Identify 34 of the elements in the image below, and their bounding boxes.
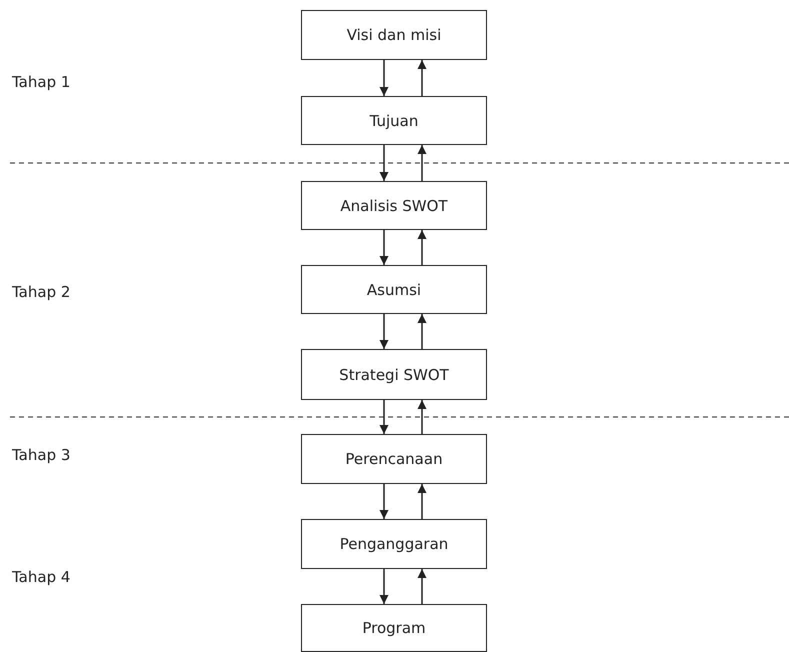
arrow xyxy=(380,230,388,265)
arrow xyxy=(380,484,388,519)
process-box xyxy=(301,10,487,60)
stage-label: Tahap 3 xyxy=(12,446,70,464)
stage-label: Tahap 2 xyxy=(12,283,70,301)
arrow xyxy=(380,145,388,181)
arrow xyxy=(418,60,426,96)
arrow xyxy=(418,145,426,181)
arrow xyxy=(418,400,426,434)
arrow xyxy=(418,314,426,349)
box-label: Program xyxy=(362,619,426,637)
box-label: Strategi SWOT xyxy=(339,366,449,384)
box-label: Analisis SWOT xyxy=(340,196,448,214)
process-box xyxy=(301,181,487,230)
stage-label: Tahap 4 xyxy=(12,568,70,586)
box-label: Visi dan misi xyxy=(346,26,442,44)
box-label: Perencanaan xyxy=(345,450,443,468)
box-label: Asumsi xyxy=(366,280,422,298)
arrow xyxy=(418,230,426,265)
process-box xyxy=(301,434,487,484)
arrow xyxy=(380,60,388,96)
process-box xyxy=(301,265,487,314)
arrow xyxy=(380,314,388,349)
arrow xyxy=(418,569,426,604)
box-label: Penganggaran xyxy=(340,535,448,553)
process-box xyxy=(301,519,487,569)
process-box xyxy=(301,96,487,145)
stage-label: Tahap 1 xyxy=(12,73,70,91)
arrow xyxy=(418,484,426,519)
box-label: Tujuan xyxy=(370,112,418,130)
process-box xyxy=(301,349,487,400)
arrow xyxy=(380,569,388,604)
process-box xyxy=(301,604,487,652)
arrow xyxy=(380,400,388,434)
